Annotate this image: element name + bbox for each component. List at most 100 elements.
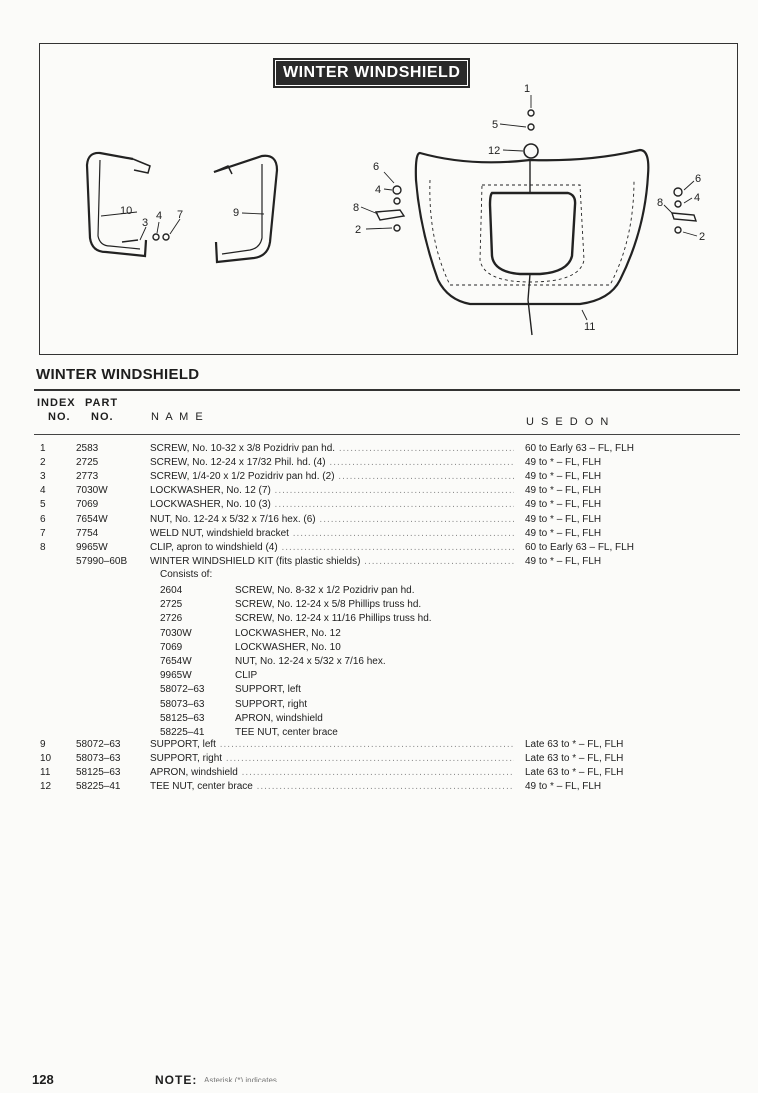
used-on: 49 to * – FL, FLH (525, 527, 602, 539)
table-row: 8 9965W CLIP, apron to windshield (4) ....… (0, 541, 758, 555)
exploded-parts-diagram: 1 5 12 6 4 8 2 10 3 4 7 9 6 8 4 2 11 (85, 83, 705, 336)
used-on: 49 to * – FL, FLH (525, 499, 602, 511)
page-number: 128 (32, 1072, 54, 1087)
part-number: 9965W (76, 541, 108, 553)
kit-item-part: 58073–63 (160, 698, 205, 710)
part-number: 58073–63 (76, 753, 121, 765)
part-name: SCREW, No. 12-24 x 17/32 Phil. hd. (4) .… (150, 456, 514, 470)
leader-dots: ........................................… (219, 739, 514, 750)
part-number: 58125–63 (76, 767, 121, 779)
header-part-no: NO. (91, 411, 114, 423)
callout-10: 10 (120, 205, 132, 217)
callout-2: 2 (355, 224, 361, 236)
part-name: NUT, No. 12-24 x 5/32 x 7/16 hex. (6) ..… (150, 513, 514, 527)
support-right-drawing (213, 154, 279, 264)
index-number: 11 (40, 767, 51, 779)
part-name: SUPPORT, right .........................… (150, 752, 514, 766)
part-name: WINTER WINDSHIELD KIT (fits plastic shie… (150, 555, 514, 569)
part-number: 2773 (76, 471, 99, 483)
part-name: APRON, windshield ......................… (150, 766, 514, 780)
used-on: Late 63 to * – FL, FLH (525, 753, 624, 765)
part-name-text: SCREW, No. 12-24 x 17/32 Phil. hd. (4) (150, 457, 326, 469)
part-number: 7754 (76, 527, 99, 539)
kit-item-part: 2725 (160, 599, 183, 611)
leader-dots: ........................................… (256, 781, 514, 793)
index-number: 6 (40, 513, 46, 525)
table-row: 3 2773 SCREW, 1/4-20 x 1/2 Pozidriv pan hd… (0, 470, 758, 484)
part-name: LOCKWASHER, No. 12 (7) .................… (150, 484, 514, 498)
part-number: 7030W (76, 485, 108, 497)
note-text: Asterisk (*) indicates (204, 1076, 277, 1082)
part-name: WELD NUT, windshield bracket ...........… (150, 527, 514, 541)
index-number: 12 (40, 781, 52, 793)
leader-dots: ........................................… (274, 499, 514, 511)
kit-item-name: NUT, No. 12-24 x 5/32 x 7/16 hex. (235, 656, 386, 667)
leader-dots: ........................................… (292, 527, 514, 539)
header-used-on: U S E D O N (526, 416, 611, 428)
kit-item-name: SUPPORT, right (235, 698, 308, 710)
part-name-text: TEE NUT, center brace (150, 781, 253, 793)
leader-dots: ........................................… (338, 471, 514, 483)
callout-3: 3 (142, 217, 148, 229)
callout-2: 2 (699, 231, 705, 243)
kit-item-part: 58072–63 (160, 684, 205, 696)
leader-dots: ........................................… (274, 485, 514, 497)
callout-8: 8 (353, 202, 359, 214)
kit-item-part: 2726 (160, 613, 183, 625)
part-name-text: WELD NUT, windshield bracket (150, 527, 289, 539)
consists-of-label: Consists of: (160, 569, 213, 580)
part-name-text: SCREW, No. 10-32 x 3/8 Pozidriv pan hd. (150, 443, 336, 454)
section-title: WINTER WINDSHIELD (36, 366, 200, 383)
leader-dots: ........................................… (241, 767, 514, 779)
part-name-text: SUPPORT, right (150, 753, 223, 765)
callout-11: 11 (584, 321, 595, 333)
callout-4: 4 (375, 184, 381, 196)
used-on: 49 to * – FL, FLH (525, 555, 602, 567)
kit-item-part: 9965W (160, 670, 192, 682)
kit-item-part: 7069 (160, 641, 183, 653)
index-number: 10 (40, 753, 52, 765)
part-number: 58225–41 (76, 781, 121, 793)
callout-12: 12 (488, 145, 500, 157)
used-on: Late 63 to * – FL, FLH (525, 739, 624, 750)
kit-item-part: 7030W (160, 627, 192, 639)
kit-item-part: 7654W (160, 656, 192, 667)
part-name-text: LOCKWASHER, No. 12 (7) (150, 485, 271, 497)
part-number: 58072–63 (76, 739, 121, 750)
kit-item-part: 2604 (160, 585, 183, 596)
kit-item-name: SCREW, No. 12-24 x 11/16 Phillips truss … (235, 613, 432, 625)
index-number: 3 (40, 471, 46, 483)
part-number: 7654W (76, 513, 108, 525)
callout-8: 8 (657, 197, 663, 209)
header-index: INDEX (37, 397, 76, 409)
part-name-text: SCREW, 1/4-20 x 1/2 Pozidriv pan hd. (2) (150, 471, 335, 483)
table-row: 10 58073–63 SUPPORT, right ...............… (0, 752, 758, 766)
part-name-text: LOCKWASHER, No. 10 (3) (150, 499, 271, 511)
leader-dots: ........................................… (281, 541, 514, 553)
part-name-text: SUPPORT, left (150, 739, 216, 750)
index-number: 8 (40, 541, 46, 553)
used-on: 49 to * – FL, FLH (525, 471, 602, 483)
kit-item-name: LOCKWASHER, No. 10 (235, 641, 341, 653)
callout-4: 4 (156, 210, 162, 222)
part-name: TEE NUT, center brace ..................… (150, 780, 514, 794)
table-row: 12 58225–41 TEE NUT, center brace ........… (0, 780, 758, 794)
kit-item-name: APRON, windshield (235, 712, 323, 724)
used-on: Late 63 to * – FL, FLH (525, 767, 624, 779)
leader-dots: ........................................… (364, 555, 514, 567)
table-row: 6 7654W NUT, No. 12-24 x 5/32 x 7/16 hex. … (0, 513, 758, 527)
callout-6: 6 (695, 173, 701, 185)
part-name-text: CLIP, apron to windshield (4) (150, 541, 278, 553)
leader-dots: ........................................… (329, 457, 514, 469)
part-name: LOCKWASHER, No. 10 (3) .................… (150, 498, 514, 512)
used-on: 49 to * – FL, FLH (525, 513, 602, 525)
callout-7: 7 (177, 209, 183, 221)
part-name: SCREW, No. 10-32 x 3/8 Pozidriv pan hd. … (150, 442, 514, 456)
index-number: 5 (40, 499, 46, 511)
kit-item-name: TEE NUT, center brace (235, 727, 338, 738)
index-number: 2 (40, 457, 46, 469)
part-name: SUPPORT, left ..........................… (150, 738, 514, 752)
